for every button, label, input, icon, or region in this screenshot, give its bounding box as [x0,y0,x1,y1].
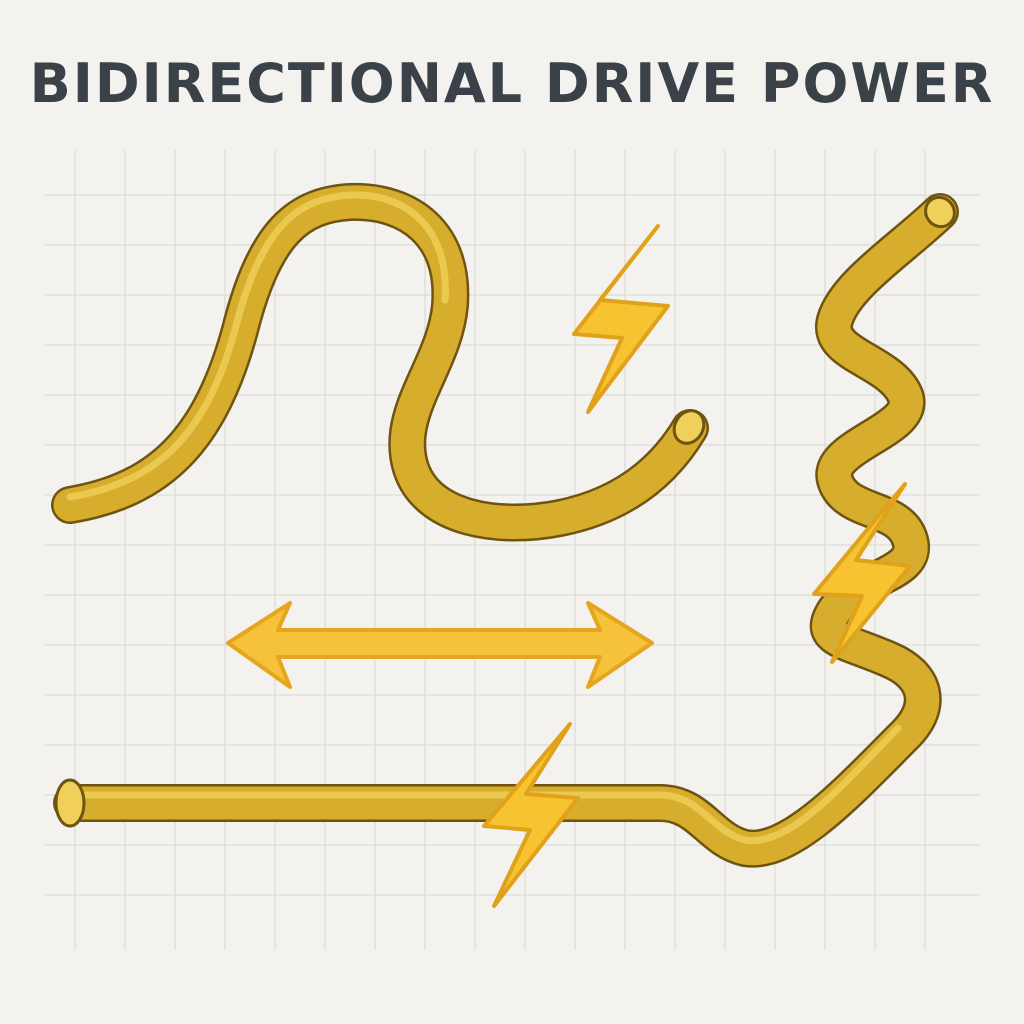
lightning-bolt-icon [572,224,670,414]
double-headed-arrow-icon [226,601,654,689]
lightning-bolt-icon [482,722,580,908]
lightning-bolt-icon [812,482,912,664]
wavy-wire [51,182,709,542]
diagram-title: BIDIRECTIONAL DRIVE POWER [29,52,995,115]
